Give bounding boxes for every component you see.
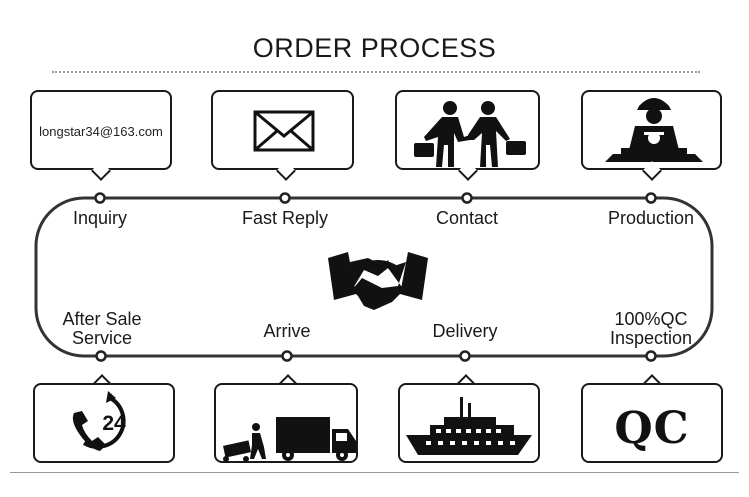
step-label-qc: 100%QC Inspection	[609, 309, 693, 348]
fast-reply-box	[211, 90, 354, 170]
step-label-arrive: Arrive	[263, 321, 311, 341]
bottom-divider	[10, 472, 739, 473]
envelope-icon	[253, 110, 315, 152]
flow-node-contact	[461, 192, 473, 204]
worker-icon	[605, 98, 703, 162]
delivery-truck-icon	[223, 417, 356, 462]
production-box	[581, 90, 722, 170]
step-label-inquiry: Inquiry	[72, 208, 128, 228]
flow-node-fast-reply	[279, 192, 291, 204]
deal-badge-text: DEAL	[363, 259, 393, 271]
page-title: ORDER PROCESS	[252, 33, 497, 63]
step-label-production: Production	[607, 208, 695, 228]
flow-node-qc	[645, 350, 657, 362]
inquiry-box: longstar34@163.com	[30, 90, 172, 170]
phone-24-icon: 24	[72, 391, 126, 451]
qc-box: QC	[581, 383, 723, 463]
title-divider	[52, 71, 700, 73]
step-label-contact: Contact	[435, 208, 499, 228]
delivery-box	[398, 383, 540, 463]
step-label-after-sale: After Sale Service	[62, 309, 142, 348]
flow-node-arrive	[281, 350, 293, 362]
step-label-delivery: Delivery	[432, 321, 498, 341]
flow-node-delivery	[459, 350, 471, 362]
step-label-fast-reply: Fast Reply	[241, 208, 329, 228]
flow-node-inquiry	[94, 192, 106, 204]
qc-logo-text: QC	[614, 403, 690, 454]
arrive-box	[214, 383, 358, 463]
after-sale-box: 24	[33, 383, 175, 463]
businessmen-handshake-icon	[414, 101, 526, 167]
flow-node-after-sale	[95, 350, 107, 362]
phone-24-text: 24	[102, 412, 126, 435]
flow-node-production	[645, 192, 657, 204]
deal-handshake-icon: DEAL	[328, 252, 428, 310]
email-address: longstar34@163.com	[39, 124, 163, 139]
ship-icon	[406, 397, 532, 455]
contact-box	[395, 90, 540, 170]
